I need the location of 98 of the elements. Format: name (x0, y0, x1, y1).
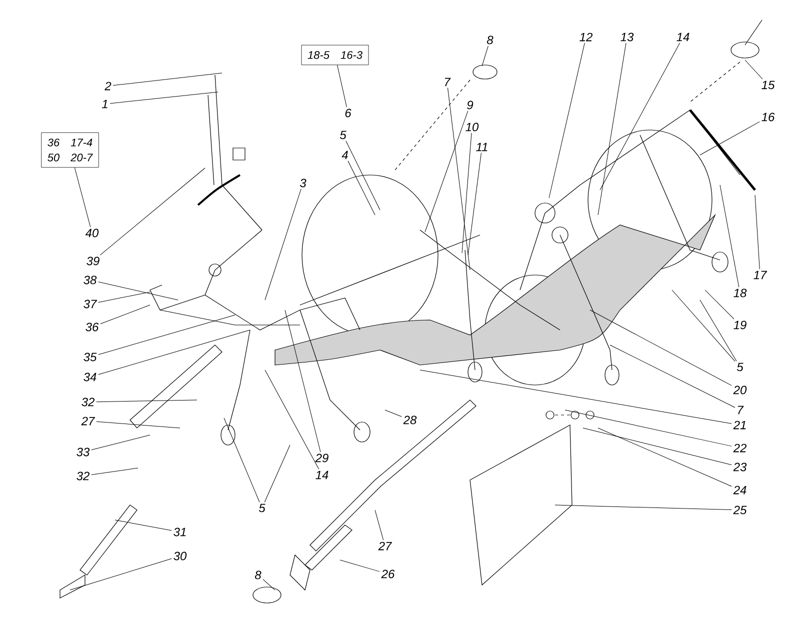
callout-number: 2 (104, 82, 112, 90)
leader-line (720, 184, 740, 288)
leader-line (468, 152, 482, 256)
leader-line (700, 300, 737, 362)
callout-number: 39 (86, 256, 100, 266)
leader-line (100, 168, 206, 256)
leader-line (482, 46, 488, 66)
leader-line (420, 370, 732, 424)
callout-number: 20 (733, 386, 747, 394)
callout-number: 38 (84, 276, 97, 284)
callout-number: 14 (676, 32, 690, 42)
leader-line (264, 370, 320, 470)
leader-line (590, 310, 732, 386)
callout-number: 27 (378, 542, 392, 550)
leader-line (74, 167, 91, 228)
callout-number: 8 (486, 36, 494, 44)
callout-number: 27 (81, 416, 96, 426)
callout-number: 17 (754, 270, 768, 280)
leader-line (754, 194, 760, 270)
callout-number: 12 (580, 32, 592, 42)
leader-line (672, 290, 736, 362)
callout-number: 21 (733, 420, 746, 430)
leader-line (424, 110, 468, 232)
callout-number: 16 (762, 112, 775, 122)
callout-number: 35 (84, 352, 97, 362)
callout-number: 26 (381, 570, 395, 578)
nameplate: 18-5 16-3 (301, 44, 369, 66)
callout-number: 10 (466, 122, 479, 132)
leader-line (374, 510, 384, 540)
leader-line (598, 42, 626, 216)
leader-line (224, 418, 260, 502)
leader-line (384, 410, 402, 417)
callout-number: 5 (258, 504, 266, 512)
leader-line (70, 558, 172, 590)
callout-number: 24 (733, 486, 746, 494)
leader-line (704, 290, 734, 320)
callout-number: 31 (174, 528, 186, 536)
callout-number: 11 (476, 142, 488, 152)
callout-number: 3 (300, 178, 306, 188)
leader-line (337, 64, 347, 108)
leader-line (548, 42, 585, 198)
leader-line (554, 504, 732, 510)
leader-line (264, 444, 290, 502)
callout-number: 4 (342, 150, 348, 160)
leader-line (262, 579, 276, 590)
leader-line (610, 344, 736, 408)
leader-line (462, 132, 472, 254)
callout-number: 40 (85, 228, 99, 238)
callout-number: 18 (734, 288, 747, 298)
leader-line (98, 314, 236, 355)
leader-line (598, 428, 732, 487)
nameplate: 36 17-4 50 20-7 (41, 132, 99, 168)
leader-line (96, 421, 180, 428)
leader-line (114, 520, 172, 531)
leader-line (110, 92, 218, 104)
callout-number: 32 (76, 472, 90, 480)
callout-number: 5 (340, 130, 346, 140)
leader-line (564, 410, 732, 446)
callout-number: 30 (174, 552, 187, 560)
leader-line (744, 60, 763, 80)
callout-number: 36 (86, 322, 99, 332)
leader-line (91, 468, 138, 476)
leader-line (91, 434, 150, 450)
callout-number: 33 (76, 448, 90, 456)
callout-number: 1 (102, 100, 108, 108)
leader-line (340, 560, 380, 572)
callout-number: 14 (316, 470, 328, 480)
leader-line (98, 282, 178, 300)
leader-line (348, 160, 376, 216)
callout-number: 9 (467, 100, 474, 110)
leader-line (700, 121, 760, 156)
callout-number: 7 (444, 78, 451, 86)
callout-number: 29 (315, 454, 328, 462)
callout-number: 37 (84, 300, 98, 308)
callout-number: 5 (736, 362, 744, 372)
callout-number: 23 (733, 462, 747, 472)
leader-line (582, 428, 732, 466)
callout-number: 28 (403, 416, 417, 424)
callout-number: 6 (345, 108, 352, 118)
callout-number: 25 (733, 506, 747, 514)
callout-number: 22 (733, 444, 746, 452)
leader-line (447, 88, 470, 270)
leader-line (98, 292, 150, 303)
leader-line (264, 188, 302, 300)
leader-line (600, 42, 680, 190)
callout-number: 7 (738, 406, 744, 414)
callout-number: 13 (620, 32, 634, 42)
leader-line (98, 330, 250, 375)
leader-line (100, 304, 150, 324)
leader-line (112, 72, 222, 86)
callout-number: 32 (82, 398, 94, 406)
callout-number: 8 (254, 570, 262, 580)
callout-number: 15 (762, 80, 775, 90)
callout-number: 34 (84, 372, 96, 382)
leader-line (96, 400, 198, 402)
leader-line (284, 310, 321, 452)
callout-number: 19 (734, 320, 746, 330)
leader-line (346, 140, 380, 210)
